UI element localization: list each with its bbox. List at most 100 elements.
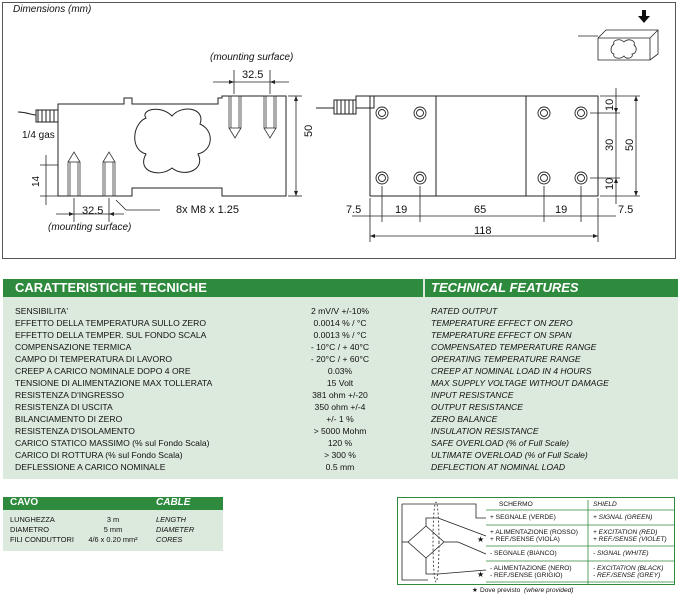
wiring-r3-it: - SEGNALE (BIANCO) — [490, 550, 557, 557]
spec-label-it: CARICO DI ROTTURA (% sul Fondo Scala) — [15, 450, 183, 460]
spec-row: CAMPO DI TEMPERATURA DI LAVORO - 20°C / +… — [3, 353, 678, 365]
side-cable — [17, 111, 37, 116]
spec-value: 0.03% — [327, 366, 353, 376]
wiring-r4-it-b: - REF./SENSE (GRIGIO) — [490, 572, 563, 579]
spec-label-en: CREEP AT NOMINAL LOAD IN 4 HOURS — [431, 366, 592, 376]
spec-label-en: ZERO BALANCE — [431, 414, 498, 424]
spec-label-it: BILANCIAMENTO DI ZERO — [15, 414, 123, 424]
spec-label-en: MAX SUPPLY VOLTAGE WITHOUT DAMAGE — [431, 378, 609, 388]
spec-label-en: SAFE OVERLOAD (% of Full Scale) — [431, 438, 570, 448]
spec-row: BILANCIAMENTO DI ZERO +/- 1 % ZERO BALANCE — [3, 413, 678, 425]
wiring-r3-en: - SIGNAL (WHITE) — [593, 550, 649, 557]
spec-label-it: CREEP A CARICO NOMINALE DOPO 4 ORE — [15, 366, 191, 376]
wiring-diagram: SCHERMO SHIELD + SEGNALE (VERDE) + SIGNA… — [397, 497, 675, 585]
thread-label: 8x M8 x 1.25 — [176, 204, 239, 216]
spec-label-it: CAMPO DI TEMPERATURA DI LAVORO — [15, 354, 173, 364]
dim-10-bottom: 10 — [604, 177, 616, 190]
cable-title-it: CAVO — [10, 497, 39, 508]
wiring-r2-it-b: + REF./SENSE (VIOLA) — [490, 536, 560, 543]
cable-row: DIAMETRO 5 mm DIAMETER — [3, 525, 223, 535]
dim-50-side: 50 — [303, 124, 315, 137]
wiring-r1-it: + SEGNALE (VERDE) — [490, 514, 556, 521]
spec-header: CARATTERISTICHE TECNICHE TECHNICAL FEATU… — [3, 279, 678, 297]
cable-value: 5 mm — [103, 525, 123, 534]
spec-value: 350 ohm +/-4 — [314, 402, 366, 412]
cable-label-en: LENGTH — [156, 515, 186, 524]
spec-value: > 5000 Mohm — [313, 426, 367, 436]
spec-label-en: TEMPERATURE EFFECT ON ZERO — [431, 318, 573, 328]
drawing-title: Dimensions (mm) — [13, 4, 92, 15]
spec-row: EFFETTO DELLA TEMPERATURA SULLO ZERO 0.00… — [3, 317, 678, 329]
gas-label: 1/4 gas — [22, 130, 55, 141]
dim-7-5-left: 7.5 — [346, 204, 362, 216]
top-threads — [228, 95, 277, 139]
spec-value: 0.5 mm — [325, 462, 355, 472]
spec-value: - 20°C / + 60°C — [310, 354, 370, 364]
plan-holes — [375, 106, 588, 185]
spec-value: 0.0014 % / °C — [313, 318, 367, 328]
spec-row: CARICO STATICO MASSIMO (% sul Fondo Scal… — [3, 437, 678, 449]
dim-30: 30 — [604, 138, 616, 151]
spec-label-en: OPERATING TEMPERATURE RANGE — [431, 354, 581, 364]
spec-row: DEFLESSIONE A CARICO NOMINALE 0.5 mm DEFLE… — [3, 461, 678, 473]
dimension-drawing — [17, 10, 659, 242]
spec-row: RESISTENZA D'INGRESSO 381 ohm +/-20 INPUT … — [3, 389, 678, 401]
spec-label-it: EFFETTO DELLA TEMPERATURA SULLO ZERO — [15, 318, 207, 328]
spec-row: RESISTENZA D'ISOLAMENTO > 5000 Mohm INSULA… — [3, 425, 678, 437]
spec-row: CARICO DI ROTTURA (% sul Fondo Scala) > 3… — [3, 449, 678, 461]
spec-value: - 10°C / + 40°C — [310, 342, 370, 352]
spec-label-en: ULTIMATE OVERLOAD (% of Full Scale) — [431, 450, 588, 460]
side-body-outline — [57, 95, 287, 197]
spec-value: 120 % — [327, 438, 353, 448]
spec-label-en: DEFLECTION AT NOMINAL LOAD — [431, 462, 566, 472]
spec-label-it: RESISTENZA D'INGRESSO — [15, 390, 125, 400]
cable-label-it: LUNGHEZZA — [10, 515, 55, 524]
wiring-bridge-diagram — [401, 500, 674, 584]
wiring-r4-en-b: - REF./SENSE (GREY) — [593, 572, 661, 579]
spec-label-it: DEFLESSIONE A CARICO NOMINALE — [15, 462, 166, 472]
load-direction-icon — [638, 10, 650, 23]
dim-65: 65 — [474, 204, 487, 216]
spec-value: > 300 % — [324, 450, 356, 460]
cable-row: LUNGHEZZA 3 m LENGTH — [3, 515, 223, 525]
wiring-r2-en-a: + EXCITATION (RED) — [593, 529, 658, 536]
plan-dim-arrows — [370, 96, 638, 238]
wiring-r4-star: ★ — [477, 570, 485, 579]
spec-label-en: TEMPERATURE EFFECT ON SPAN — [431, 330, 572, 340]
spec-value: 381 ohm +/-20 — [312, 390, 368, 400]
dim-14: 14 — [31, 175, 42, 187]
cable-label-en: DIAMETER — [156, 525, 195, 534]
cable-label-it: FILI CONDUTTORI — [10, 535, 74, 544]
spec-label-en: INPUT RESISTANCE — [431, 390, 514, 400]
mounting-surface-bottom-label: (mounting surface) — [48, 222, 132, 233]
dim-32-5-top: 32.5 — [242, 69, 264, 81]
cable-label-it: DIAMETRO — [10, 525, 50, 534]
cable-label-en: CORES — [156, 535, 183, 544]
wiring-r4-en-a: - EXCITATION (BLACK) — [593, 565, 664, 572]
dimension-drawing-frame — [2, 2, 676, 259]
dim-10-top: 10 — [604, 98, 616, 111]
wiring-footnote-star: ★ — [472, 587, 478, 594]
cable-value: 3 m — [106, 515, 120, 524]
spec-title-en: TECHNICAL FEATURES — [431, 280, 579, 295]
spec-label-it: RESISTENZA DI USCITA — [15, 402, 113, 412]
spec-row: CREEP A CARICO NOMINALE DOPO 4 ORE 0.03% C… — [3, 365, 678, 377]
spec-label-en: RATED OUTPUT — [431, 306, 498, 316]
spec-label-it: TENSIONE DI ALIMENTAZIONE MAX TOLLERATA — [15, 378, 213, 388]
cable-table: CAVO CABLE LUNGHEZZA 3 m LENGTH DIAMETRO 5 … — [3, 497, 223, 551]
spec-label-en: INSULATION RESISTANCE — [431, 426, 539, 436]
spec-value: +/- 1 % — [326, 414, 354, 424]
wiring-footnote-en: (where provided) — [524, 587, 574, 594]
center-hole — [134, 108, 211, 174]
dim-118: 118 — [474, 225, 492, 237]
side-dim-arrows — [69, 80, 298, 216]
bottom-threads — [67, 151, 116, 197]
plan-body-outline — [369, 95, 599, 197]
spec-value: 2 mV/V +/-10% — [310, 306, 370, 316]
wiring-r4-it-a: - ALIMENTAZIONE (NERO) — [490, 565, 572, 572]
cable-title-en: CABLE — [156, 497, 191, 508]
spec-label-it: RESISTENZA D'ISOLAMENTO — [15, 426, 135, 436]
